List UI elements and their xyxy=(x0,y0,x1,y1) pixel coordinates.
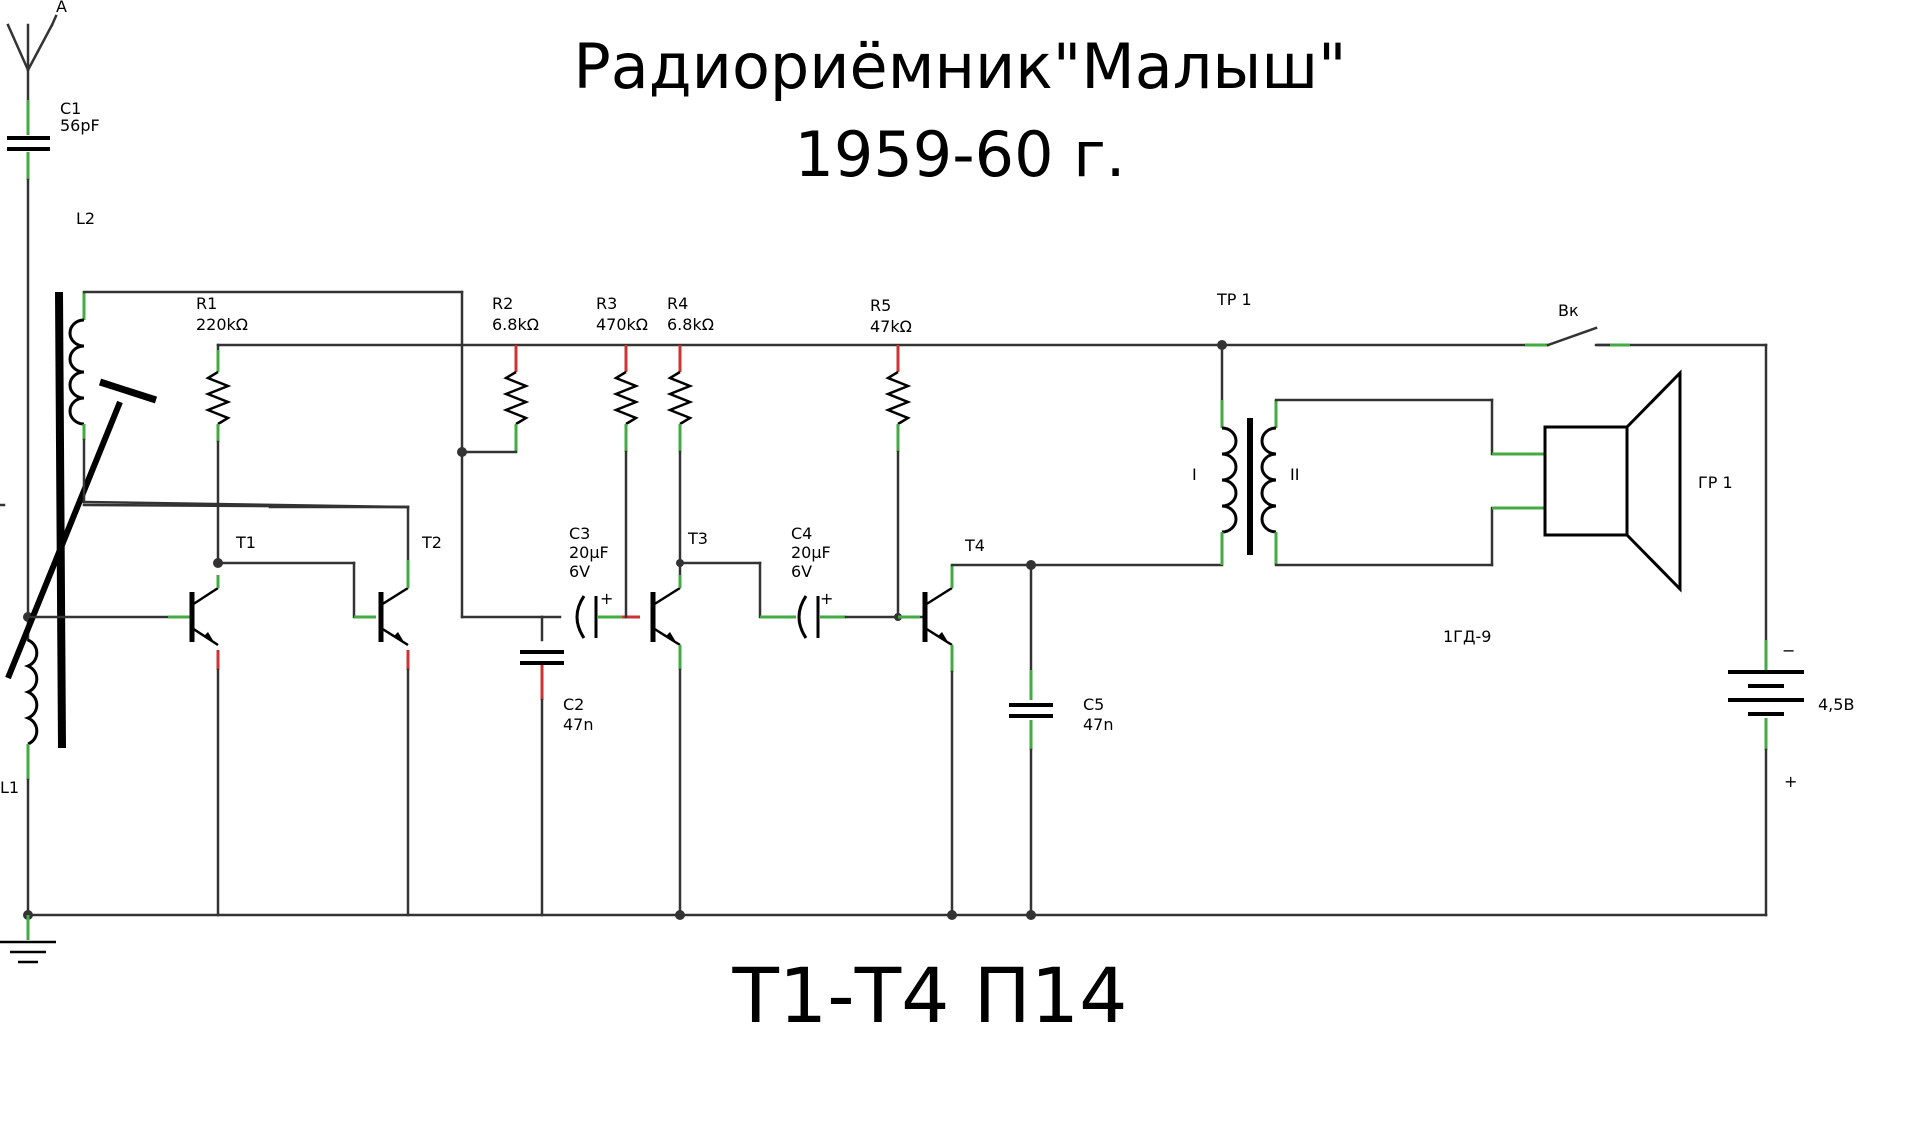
c1-value: 56pF xyxy=(60,116,100,135)
resistor-r4 xyxy=(666,345,694,577)
c4-value: 20µF xyxy=(791,543,831,562)
transistor-t3 xyxy=(650,575,682,917)
r1-ref: R1 xyxy=(196,294,217,313)
variable-capacitor-arrow xyxy=(5,400,123,680)
tr1-primary-label: I xyxy=(1192,465,1197,484)
transistor-t2 xyxy=(352,560,410,917)
t4-ref: T4 xyxy=(964,536,985,555)
variable-capacitor-arrowhead xyxy=(98,378,158,404)
r2-ref: R2 xyxy=(492,294,513,313)
battery-plus: + xyxy=(1784,772,1797,791)
title-line-2: 1959-60 г. xyxy=(794,118,1125,191)
r4-value: 6.8kΩ xyxy=(667,315,714,334)
c4-ref: C4 xyxy=(791,524,812,543)
capacitor-c3 xyxy=(540,595,640,639)
ferrite-rod xyxy=(55,291,66,749)
transformer-tr1 xyxy=(1220,343,1545,567)
transistor-t1 xyxy=(26,575,220,917)
inductor-l1 xyxy=(23,615,39,917)
c4-voltage: 6V xyxy=(791,562,812,581)
speaker-model: 1ГД-9 xyxy=(1443,627,1491,646)
c3-polarity: + xyxy=(600,589,613,608)
resistor-r2 xyxy=(460,345,530,454)
antenna-symbol xyxy=(6,14,58,102)
c2-value: 47n xyxy=(563,715,594,734)
battery-minus: − xyxy=(1782,641,1795,660)
power-switch[interactable] xyxy=(1525,326,1630,347)
inductor-l2 xyxy=(68,292,86,440)
c5-ref: C5 xyxy=(1083,695,1104,714)
t2-ref: T2 xyxy=(421,533,442,552)
r5-ref: R5 xyxy=(870,296,891,315)
c4-polarity: + xyxy=(820,589,833,608)
t1-ref: T1 xyxy=(235,533,256,552)
r1-value: 220kΩ xyxy=(196,315,248,334)
r4-ref: R4 xyxy=(667,294,688,313)
ground-icon xyxy=(0,915,56,964)
capacitor-c1 xyxy=(7,100,50,180)
r2-value: 6.8kΩ xyxy=(492,315,539,334)
antenna-label: A xyxy=(56,0,67,16)
r3-ref: R3 xyxy=(596,294,617,313)
c5-value: 47n xyxy=(1083,715,1114,734)
l2-ref: L2 xyxy=(76,209,95,228)
capacitor-c5 xyxy=(1009,563,1053,917)
capacitor-c2 xyxy=(460,615,564,917)
t3-ref: T3 xyxy=(687,529,708,548)
speaker-ref: ГР 1 xyxy=(1698,473,1733,492)
c3-value: 20µF xyxy=(569,543,609,562)
tr1-ref: ТР 1 xyxy=(1216,290,1252,309)
c3-voltage: 6V xyxy=(569,562,590,581)
battery-icon xyxy=(1728,343,1804,917)
resistor-r3 xyxy=(612,345,640,619)
r5-value: 47kΩ xyxy=(870,317,912,336)
tr1-secondary-label: II xyxy=(1290,465,1299,484)
c1-ref: C1 xyxy=(60,99,81,118)
switch-ref: Вк xyxy=(1558,301,1579,320)
battery-voltage: 4,5В xyxy=(1818,695,1854,714)
r3-value: 470kΩ xyxy=(596,315,648,334)
footer-transistor-note: Т1-Т4 П14 xyxy=(732,951,1128,1040)
resistor-r5 xyxy=(884,345,912,619)
c3-ref: C3 xyxy=(569,524,590,543)
resistor-r1 xyxy=(204,343,232,565)
title-line-1: Радиориёмник"Малыш" xyxy=(573,30,1346,103)
transistor-t4 xyxy=(898,565,954,917)
l1-ref: L1 xyxy=(0,778,19,797)
speaker-icon xyxy=(1543,369,1682,593)
c2-ref: C2 xyxy=(563,695,584,714)
